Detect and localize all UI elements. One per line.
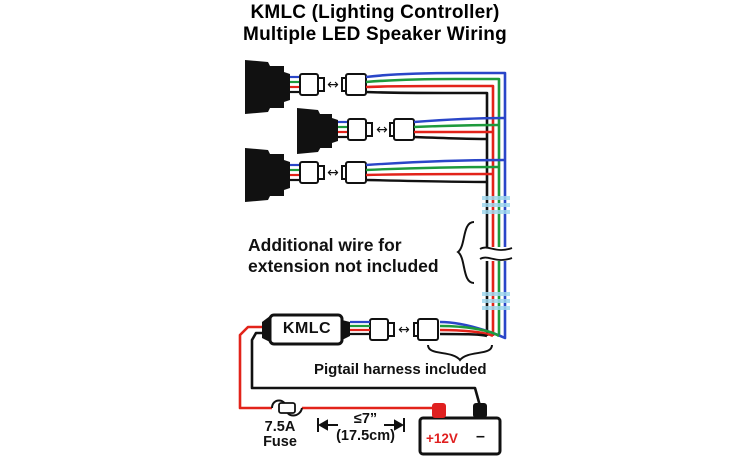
inline-fuse-icon	[271, 399, 303, 417]
speaker-icon	[245, 60, 290, 114]
distance-cm: (17.5cm)	[336, 428, 395, 444]
connect-arrow: ↔	[398, 322, 410, 338]
molex-connector-icon	[389, 118, 415, 141]
extension-note-line2: extension not included	[248, 256, 439, 276]
battery-positive-label: +12V	[426, 431, 458, 446]
speaker-icon	[245, 148, 290, 202]
pigtail-note: Pigtail harness included	[314, 361, 487, 378]
extension-highlight	[482, 196, 510, 310]
fuse-label: 7.5A Fuse	[260, 420, 300, 450]
extension-note: Additional wire for extension not includ…	[248, 235, 439, 277]
extension-note-line1: Additional wire for	[248, 235, 402, 255]
molex-connector-icon	[341, 73, 367, 96]
extension-brace	[456, 221, 475, 284]
kmlc-controller	[262, 313, 350, 346]
battery-icon	[418, 403, 502, 456]
diagram-title: KMLC (Lighting Controller)	[250, 2, 500, 23]
molex-connector-icon	[299, 73, 325, 96]
speaker-icon	[297, 108, 338, 154]
wire-break-mark	[479, 246, 513, 261]
pigtail-brace	[427, 344, 493, 362]
connect-arrow: ↔	[327, 165, 339, 181]
battery-negative-label: –	[476, 428, 485, 445]
molex-connector-icon	[413, 318, 439, 341]
diagram-subtitle: Multiple LED Speaker Wiring	[243, 24, 507, 45]
distance-dimension	[317, 418, 405, 432]
distance-label: ≤7” (17.5cm)	[318, 411, 413, 445]
connect-arrow: ↔	[327, 77, 339, 93]
molex-connector-icon	[299, 161, 325, 184]
molex-connector-icon	[347, 118, 373, 141]
controller-label: KMLC	[282, 320, 332, 337]
fuse-word: Fuse	[263, 434, 297, 450]
fuse-rating: 7.5A	[264, 419, 296, 435]
distance-inches: ≤7”	[353, 411, 378, 427]
molex-connector-icon	[341, 161, 367, 184]
connect-arrow: ↔	[376, 122, 388, 138]
molex-connector-icon	[369, 318, 395, 341]
